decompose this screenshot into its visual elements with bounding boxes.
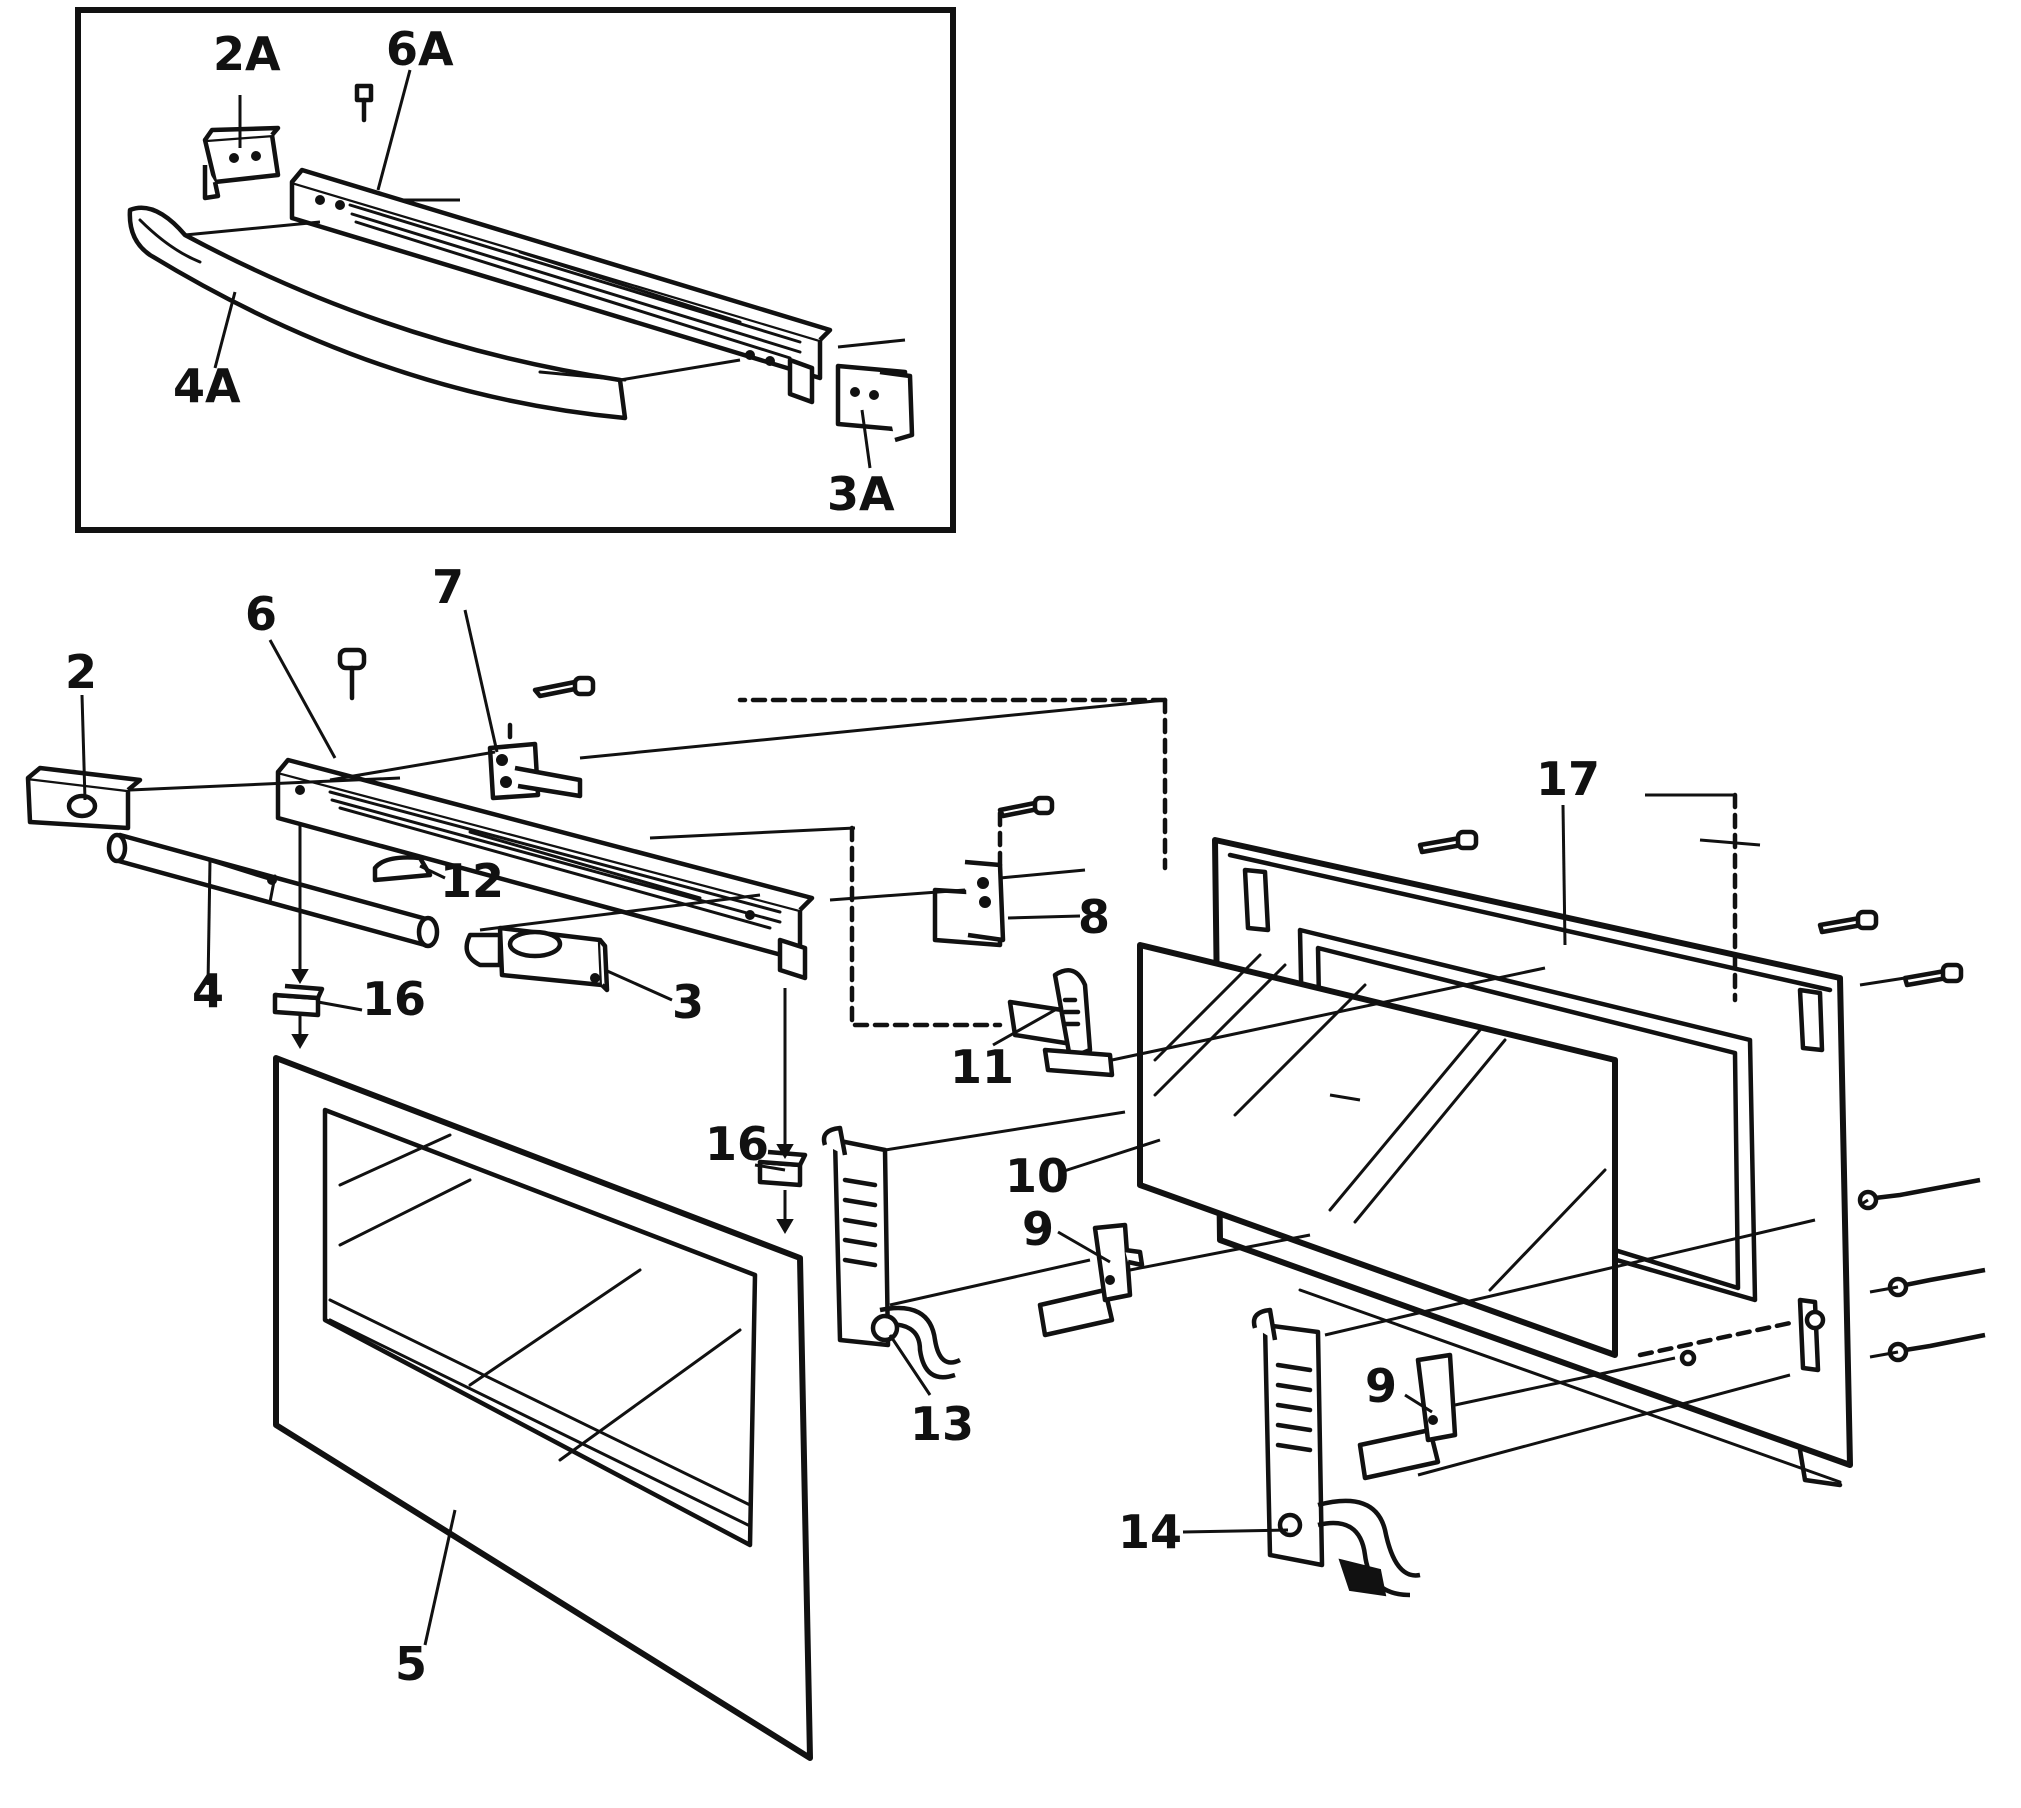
callout-9-lower: 9 [1365, 1359, 1397, 1413]
rail-screw [337, 647, 367, 701]
callout-10: 10 [1005, 1149, 1069, 1203]
callout-16-right: 16 [705, 1117, 769, 1171]
part-11-latch [1007, 968, 1115, 1078]
part-4-handle-tube [106, 832, 440, 949]
callout-6: 6 [245, 587, 277, 641]
callout-8: 8 [1078, 890, 1110, 944]
callout-14: 14 [1118, 1505, 1182, 1559]
part-3-end-cap [464, 925, 610, 993]
inset-screw [354, 83, 374, 123]
part-4A-handle [127, 205, 741, 421]
callout-11: 11 [950, 1040, 1014, 1094]
callout-3A: 3A [827, 467, 895, 521]
part-8-hinge-bracket [932, 859, 1006, 948]
callout-12: 12 [440, 854, 504, 908]
callout-13: 13 [910, 1397, 974, 1451]
part-2A-bracket [202, 125, 281, 201]
part-10-glass-pane [1137, 942, 1618, 1358]
callout-2: 2 [65, 645, 97, 699]
part-6A-rail [289, 167, 833, 405]
part-3A-bracket [835, 338, 915, 443]
callout-2A: 2A [213, 27, 281, 81]
part-6-top-rail [275, 757, 815, 981]
callout-7: 7 [432, 560, 464, 614]
part-9-bracket-upper [1037, 1222, 1145, 1338]
door-assembly [25, 609, 1986, 1761]
bracket-7-screw [532, 675, 596, 699]
callout-17: 17 [1536, 752, 1600, 806]
inset-handle-assembly: 2A 6A 4A 3A [75, 7, 956, 533]
part-16-clip-left [272, 983, 325, 1018]
inset-frame [75, 7, 956, 533]
callout-6A: 6A [386, 22, 454, 76]
callout-3: 3 [672, 975, 704, 1029]
part-9-bracket-lower [1357, 1352, 1458, 1481]
callout-16-left: 16 [362, 972, 426, 1026]
callout-9-upper: 9 [1022, 1202, 1054, 1256]
part-7-hinge-bracket [487, 741, 583, 801]
part-5-outer-door-panel [273, 1055, 813, 1761]
callout-4: 4 [192, 964, 224, 1018]
bracket-8-screw [997, 795, 1055, 819]
part-12-clip [372, 855, 433, 883]
part-13-hinge [821, 1125, 962, 1380]
callout-5: 5 [395, 1637, 427, 1691]
part-14-hinge [1251, 1307, 1421, 1598]
callout-4A: 4A [173, 359, 241, 413]
